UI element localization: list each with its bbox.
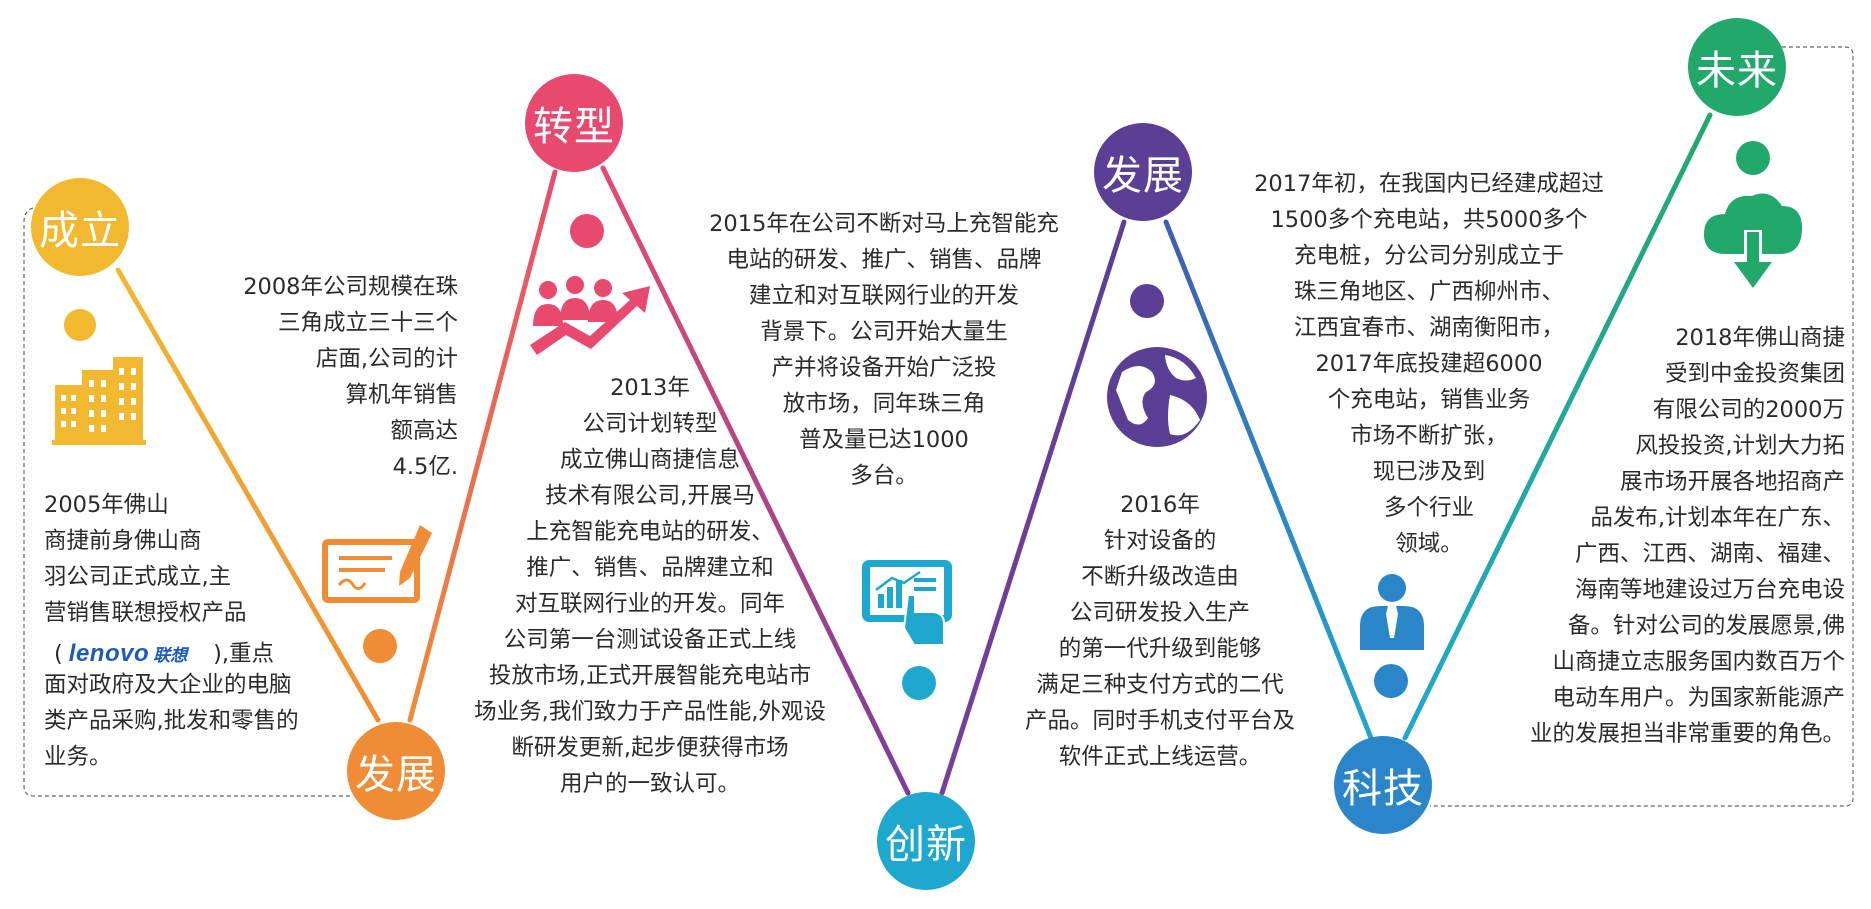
stage-node-innovation: 创新 [877, 792, 975, 890]
lenovo-logo: lenovo [68, 640, 150, 667]
accent-dot [902, 666, 936, 700]
text-2017: 2017年初，在我国内已经建成超过 1500多个充电站，共5000多个 充电桩，… [1254, 171, 1604, 557]
stage-label: 科技 [1342, 766, 1424, 812]
building-icon [52, 357, 146, 445]
stage-label: 成立 [39, 208, 121, 254]
accent-dot [570, 214, 604, 248]
text-2016: 2016年 针对设备的 不断升级改造由 公司研发投入生产 的第一代升级到能够 满… [1024, 492, 1295, 770]
accent-dot [1736, 141, 1770, 175]
lenovo-cn-logo: 联想 [153, 646, 188, 666]
dashed-frame-left [23, 206, 352, 797]
accent-dot [64, 309, 96, 341]
stage-label: 发展 [355, 752, 437, 798]
connector-line-6 [1402, 112, 1713, 741]
stage-node-future: 未来 [1688, 18, 1786, 116]
dashed-frame-right [1430, 46, 1854, 807]
accent-dot [1130, 284, 1164, 318]
text-2015: 2015年在公司不断对马上充智能充 电站的研发、推广、销售、品牌 建立和对互联网… [709, 211, 1059, 489]
accent-dot [363, 629, 397, 663]
text-2018: 2018年佛山商捷 受到中金投资集团 有限公司的2000万 风投投资,计划大力拓… [1529, 325, 1845, 747]
tablet-touch-icon [862, 560, 952, 646]
stage-label: 未来 [1696, 48, 1778, 94]
connector-line-3 [600, 165, 911, 796]
brand-paren-open: ( [54, 641, 63, 667]
stage-node-transformation: 转型 [525, 74, 623, 172]
connector-line-5 [1163, 219, 1374, 741]
connector-line-4 [939, 219, 1127, 796]
stage-label: 创新 [885, 822, 967, 868]
connector-line-2 [407, 169, 558, 723]
stage-node-technology: 科技 [1334, 736, 1432, 834]
stage-node-development-2: 发展 [1094, 123, 1192, 221]
text-2013: 2013年 公司计划转型 成立佛山商捷信息 技术有限公司,开展马 上充智能充电站… [474, 375, 826, 797]
businessman-icon [1360, 574, 1424, 650]
stage-label: 发展 [1102, 153, 1184, 199]
stage-node-development-1: 发展 [347, 722, 445, 820]
cloud-download-icon [1704, 193, 1802, 288]
contract-pen-icon [322, 525, 432, 603]
team-growth-icon [530, 276, 650, 355]
globe-icon [1107, 347, 1207, 447]
brand-suffix: ),重点 [213, 641, 275, 667]
text-2005: 2005年佛山 商捷前身佛山商 羽公司正式成立,主 营销售联想授权产品 面对政府… [44, 492, 299, 770]
stage-node-founding: 成立 [31, 178, 129, 276]
accent-dot [1374, 664, 1408, 698]
stage-label: 转型 [533, 104, 615, 150]
connector-line-1 [115, 267, 381, 723]
text-2008: 2008年公司规模在珠 三角成立三十三个 店面,公司的计 算机年销售 额高达 4… [243, 274, 458, 480]
